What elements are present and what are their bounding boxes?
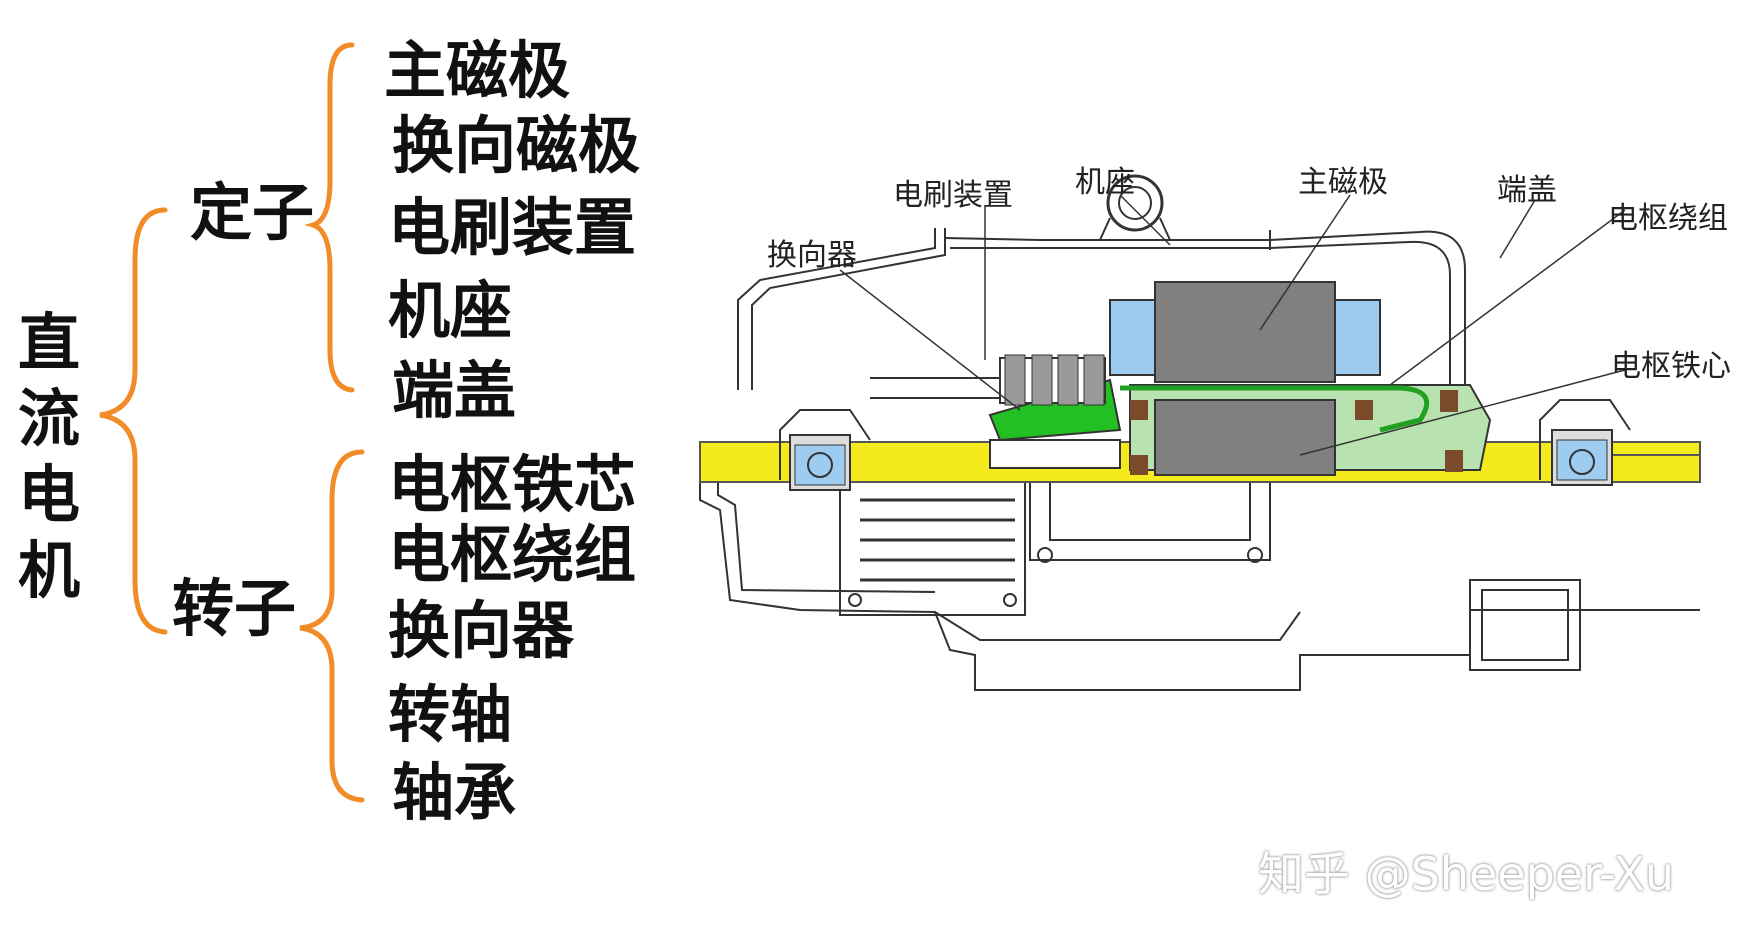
end-cover-left xyxy=(737,228,936,390)
root-char: 机 xyxy=(17,534,80,607)
leader-end-cover xyxy=(1499,199,1536,259)
leader-main-pole xyxy=(1259,194,1351,331)
pole-coil-left xyxy=(1109,299,1156,376)
frame-top xyxy=(944,230,1466,390)
root-char: 电 xyxy=(17,458,80,531)
rotor-item: 轴承 xyxy=(392,756,517,829)
brace-stator xyxy=(304,42,355,393)
root-label-dc-motor: 直 流 电 机 xyxy=(14,305,84,609)
rotor-item: 电枢铁芯 xyxy=(388,448,637,521)
stator-item: 换向磁极 xyxy=(392,109,641,182)
pole-coil-right xyxy=(1334,299,1381,376)
leader-armature-core xyxy=(1299,369,1626,456)
label-end-cover: 端盖 xyxy=(1497,173,1557,208)
brace-rotor xyxy=(299,449,365,803)
root-char: 直 xyxy=(17,306,80,379)
label-frame: 机座 xyxy=(1075,165,1135,200)
stator-item: 机座 xyxy=(388,274,513,347)
leader-commutator xyxy=(839,269,1021,411)
stator-label: 定子 xyxy=(190,176,315,249)
stator-item: 主磁极 xyxy=(384,34,571,107)
label-main-pole: 主磁极 xyxy=(1298,165,1388,200)
root-char: 流 xyxy=(17,382,80,455)
brace-root xyxy=(99,207,168,635)
label-commutator: 换向器 xyxy=(767,238,857,273)
armature-winding xyxy=(1120,385,1430,433)
bearing-left xyxy=(789,434,851,491)
frame-bottom xyxy=(1029,450,1271,561)
frame-top-inner xyxy=(950,240,1451,390)
leader-armature-winding xyxy=(1389,209,1626,386)
rotor-item: 电枢绕组 xyxy=(388,518,637,591)
armature-core xyxy=(1154,399,1336,476)
lifting-eye xyxy=(1106,174,1164,232)
label-armature-core: 电枢铁心 xyxy=(1611,349,1731,384)
leader-frame xyxy=(1119,194,1171,246)
label-brush: 电刷装置 xyxy=(893,178,1013,213)
main-pole-core xyxy=(1154,281,1336,383)
terminal-box xyxy=(1469,579,1581,671)
foot xyxy=(934,611,1301,641)
stator-item: 端盖 xyxy=(392,354,517,427)
stator-item: 电刷装置 xyxy=(388,191,637,264)
vent-housing xyxy=(839,469,1026,616)
tree-braces xyxy=(99,42,365,803)
end-cover-left-inner xyxy=(751,228,946,390)
rotor-label: 转子 xyxy=(172,572,297,645)
base-outline xyxy=(699,470,1700,691)
brush-holder xyxy=(870,354,1106,406)
watermark: 知乎 @Sheeper-Xu xyxy=(1258,847,1675,901)
bearing-right xyxy=(1551,429,1613,486)
rotor-item: 转轴 xyxy=(388,678,513,751)
rotor-item: 换向器 xyxy=(388,594,575,667)
label-armature-winding: 电枢绕组 xyxy=(1608,201,1728,236)
